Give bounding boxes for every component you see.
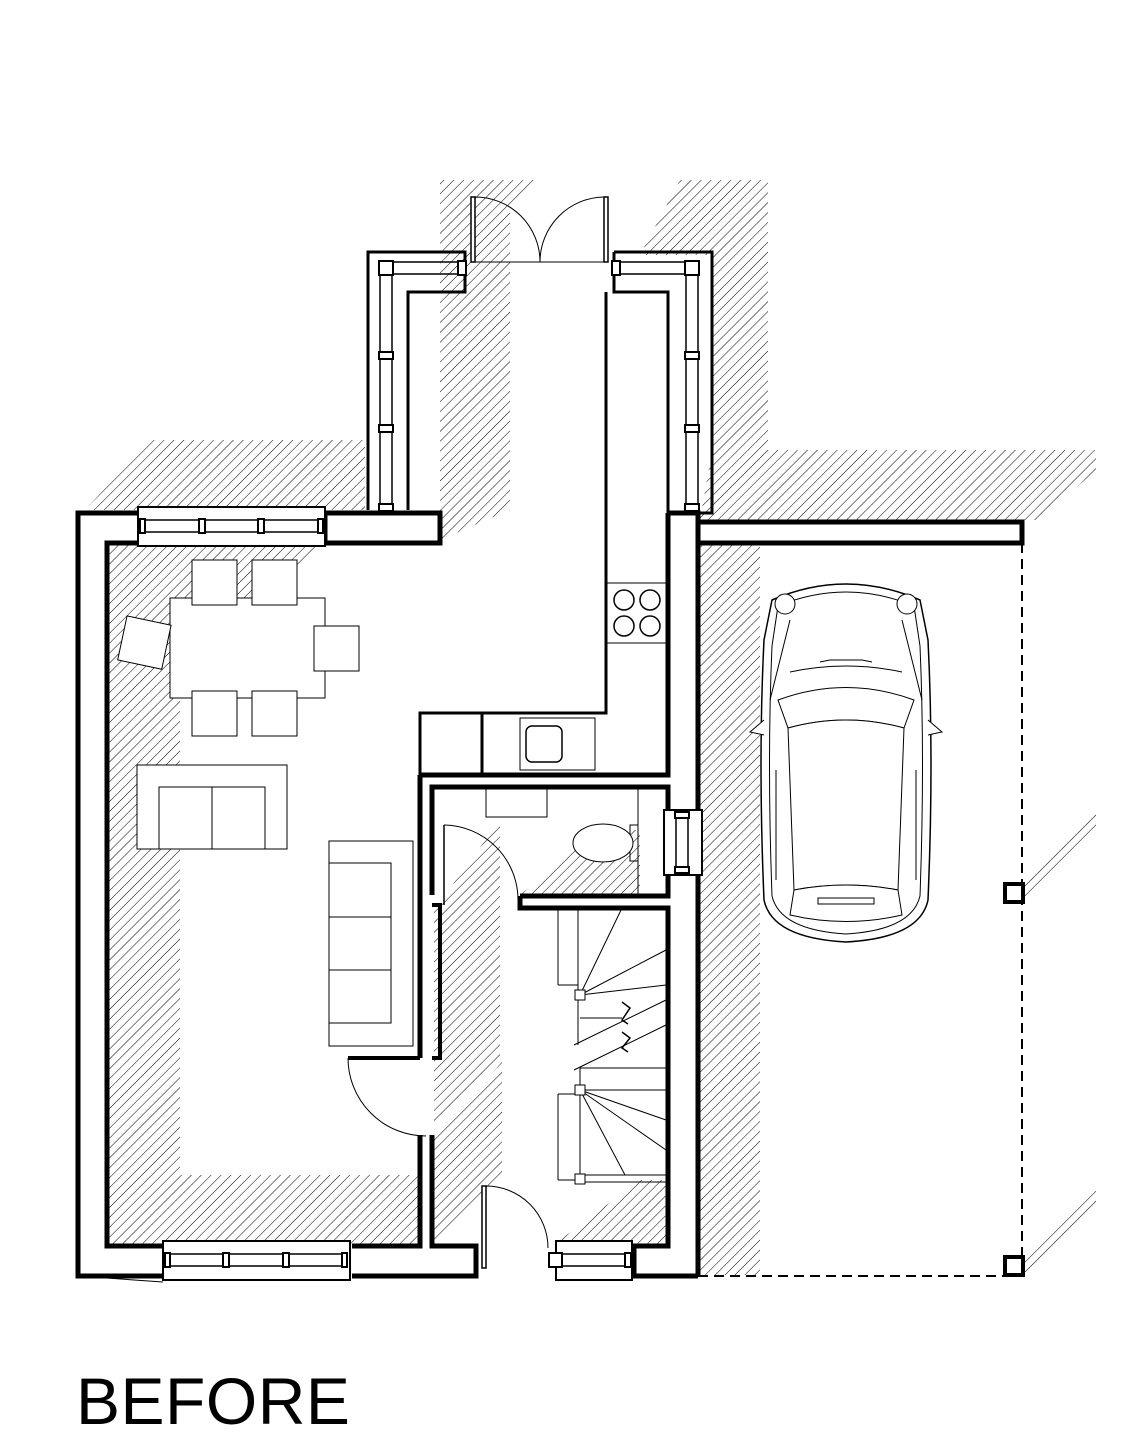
interior-hatching — [108, 545, 760, 1275]
dining-chair — [191, 690, 238, 737]
hall-partition-inner — [429, 784, 671, 895]
wc — [485, 786, 639, 896]
post — [1003, 882, 1025, 904]
hatch-top-left — [85, 440, 365, 510]
dining-chair — [117, 615, 172, 670]
top-wall-segment — [322, 510, 443, 546]
break-line — [620, 1001, 632, 1025]
hatch-driveway-top — [700, 450, 1096, 520]
dining-chair — [251, 559, 298, 606]
toilet-icon — [572, 787, 639, 896]
sofa-three-seat — [328, 840, 414, 1047]
window-porch-left — [378, 260, 467, 512]
hall-wall-lower-inner — [352, 1135, 479, 1279]
hatch-hall-bottom — [432, 1062, 502, 1245]
window-bottom-living — [162, 1240, 351, 1281]
window-wc — [663, 809, 703, 876]
walls — [75, 250, 1025, 1283]
hatch-porch-left — [440, 180, 535, 540]
hob-icon — [605, 582, 669, 644]
wc-right-wall — [520, 875, 671, 899]
hatch-garage-wall — [698, 545, 760, 1275]
hatch-porch-right — [640, 180, 768, 450]
window-top-living — [137, 506, 326, 547]
sink-icon — [519, 717, 596, 771]
inner-wall-left — [104, 540, 163, 1249]
staircase — [557, 907, 667, 1185]
outer-wall-left — [75, 510, 163, 1279]
door-hall-wc — [443, 824, 519, 905]
garage-top-wall — [668, 510, 1025, 546]
hall-wall-lower — [352, 1135, 423, 1249]
hatch-stairs-bottom — [560, 1180, 668, 1245]
car-icon — [748, 583, 944, 943]
basin-icon — [485, 786, 548, 818]
wc-stair-partition — [517, 896, 698, 1279]
sofa-two-seat — [136, 764, 288, 850]
window-bottom-hall — [548, 1240, 633, 1281]
dining-chair — [251, 690, 298, 737]
kitchen-right-wall — [420, 513, 671, 778]
dining-table — [169, 597, 326, 699]
hatch-right-lower-2 — [1022, 1184, 1096, 1278]
window-porch-right — [611, 260, 700, 512]
doors — [347, 196, 609, 1269]
bottom-left-corner — [77, 1275, 164, 1283]
front-double-door — [470, 196, 609, 263]
living-furniture — [117, 559, 414, 1047]
hatch-living-left — [108, 545, 420, 1245]
break-line — [620, 1031, 632, 1053]
hall-partition-lower — [432, 903, 442, 1060]
hatch-right-lower-1 — [1022, 812, 1096, 906]
door-hall-front — [481, 1185, 549, 1269]
drawing-caption: BEFORE — [76, 1364, 351, 1438]
driveway-boundary — [698, 543, 1025, 1277]
dining-chair — [191, 559, 238, 606]
external-hatching — [85, 180, 1096, 1278]
kitchen-base-unit — [418, 711, 484, 777]
dining-chair — [313, 625, 360, 672]
door-living-hall — [347, 1057, 427, 1137]
windows — [137, 260, 703, 1281]
hatch-hall-left — [434, 820, 500, 1130]
post — [1003, 1255, 1025, 1277]
kitchen — [418, 292, 669, 777]
